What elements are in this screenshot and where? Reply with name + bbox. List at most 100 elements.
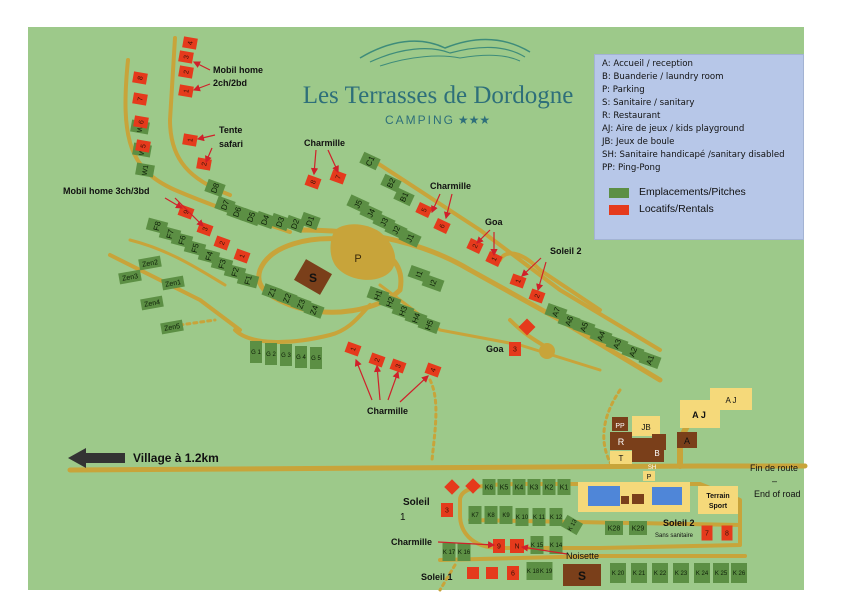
pitch-k7-label: K7 [471,513,479,519]
pitch-f2-label: F2 [230,266,241,278]
rental-goa-3-label: 3 [513,346,517,353]
pitch-k1-label: K1 [560,484,569,491]
pitch-k17-label: K 17 [443,550,456,556]
label-charmille-a: Charmille [304,138,345,148]
pitch-d1-label: D1 [304,214,316,227]
pitch-k4: K4 [512,479,526,495]
rental-mh3-left-8: 8 [132,71,148,85]
pitch-d1: D1 [299,211,321,231]
parking-label: P [354,253,361,265]
pitch-w1: W1 [135,162,155,178]
pitch-d8-label: D8 [209,181,221,194]
pitch-f7-label: F7 [165,228,176,240]
pitch-zen5-label: Zen5 [164,323,181,333]
rental-mh3-9-label: 9 [183,209,191,215]
pitch-k6-label: K6 [485,484,494,491]
rental-mh3-left-7-label: 7 [137,97,145,102]
pitch-k25: K 25 [713,563,729,583]
arrow-charmille-d [437,541,496,549]
pitch-z3-label: Z3 [295,298,307,310]
arrow-charmille-c-2 [373,364,382,401]
campsite-subtitle: CAMPING [385,113,455,127]
legend-item-sanitaire: S: Sanitaire / sanitary [602,98,695,108]
reception-label: A [684,436,690,446]
label-charmille-c: Charmille [367,406,408,416]
pitch-f6-label: F6 [177,234,188,246]
pitch-j5: J5 [346,194,370,214]
pitch-k16: K 16 [457,543,471,561]
rental-goa-2-label: 2 [472,243,480,250]
label-mobil-home-2b: 2ch/2bd [213,78,247,88]
rental-lower-9: 9 [493,539,505,553]
legend-item-aire-de-jeux: AJ: Aire de jeux / kids playground [602,124,745,134]
rental-soleil2-1-label: 1 [515,278,523,284]
rental-mh3-1: 1 [233,248,251,264]
pitch-a6-label: A6 [563,314,575,327]
terrace-label: T [619,454,624,463]
label-fin-route: Fin de route [750,463,798,473]
label-soleil1-a: Soleil [403,497,430,508]
legend-item-restaurant: R: Restaurant [602,111,661,121]
pitch-k16-label: K 16 [458,550,471,556]
rental-mh3-left-7: 7 [132,92,148,106]
aj-big-label: A J [692,410,706,420]
pitch-k22-label: K 22 [654,571,667,577]
pitch-d3-label: D3 [274,215,286,228]
pitch-k21: K 21 [631,563,647,583]
rental-charmille-low-3: 3 [389,358,407,374]
rental-lower-7-label: 7 [705,530,709,537]
arrow-charmille-b-2 [443,193,453,220]
logo-hills-2 [369,46,526,63]
arrow-mh3-1 [164,197,184,209]
pitch-k13: K 13 [560,514,584,536]
village-arrow-icon [68,448,125,468]
campsite-stars: ★★★ [458,113,490,127]
pitch-k1: K1 [557,479,571,495]
pitch-k29: K29 [629,521,647,535]
reception-area: A J A J A PP JB R S B T SH P [610,388,752,481]
arrow-tente-1 [196,134,216,142]
pitch-j3-label: J3 [378,216,390,228]
small-parking-label: P [647,474,652,481]
pitch-f8: F8 [145,217,169,235]
pitch-zen3: Zen3 [118,269,142,285]
pitch-f4-label: F4 [204,250,215,262]
pitch-h4-label: H4 [410,311,422,324]
pitch-k2-label: K2 [545,484,554,491]
pitch-a1: A1 [638,350,662,370]
pitch-b2: B2 [380,173,402,193]
pitch-k9-label: K9 [502,513,510,519]
pitch-k28-label: K28 [608,525,621,532]
pitch-f3-label: F3 [217,258,228,270]
pitch-d7: D7 [214,195,236,215]
pitch-k18-label: K 18 [527,569,540,575]
pitch-z2-label: Z2 [281,292,293,304]
pitch-zen1: Zen1 [161,275,185,291]
restaurant-building [610,432,632,450]
rental-charmille-mid-5-label: 5 [421,207,429,214]
rental-mh3-3-label: 3 [202,226,210,232]
rental-goa-diamond [518,318,536,336]
arrow-charmille-c-4 [399,375,429,403]
pitch-k14-label: K 14 [550,543,563,549]
pool-building [632,494,644,504]
rental-charmille-low-2: 2 [368,352,386,368]
pitch-zen2-label: Zen2 [142,259,159,269]
pitch-z1: Z1 [261,283,283,301]
rental-charmille-low-4: 4 [424,362,442,378]
pitch-d5-label: D5 [245,210,257,223]
label-safari: safari [219,139,243,149]
pitch-k20: K 20 [610,563,626,583]
rental-goa-1: 1 [485,251,503,267]
rental-charmille-low-3-label: 3 [395,363,403,369]
footpath-center [602,388,622,468]
legend-item-jeux-de-boule: JB: Jeux de boule [602,137,675,147]
footpath-zen [178,318,217,327]
rental-mh2-4: 4 [182,36,198,50]
footpaths [178,318,622,592]
restaurant-label: R [618,437,625,447]
pitch-a5-label: A5 [578,320,590,333]
pitch-h2-label: H2 [384,295,396,308]
rental-soleil1-b-2 [486,567,498,579]
